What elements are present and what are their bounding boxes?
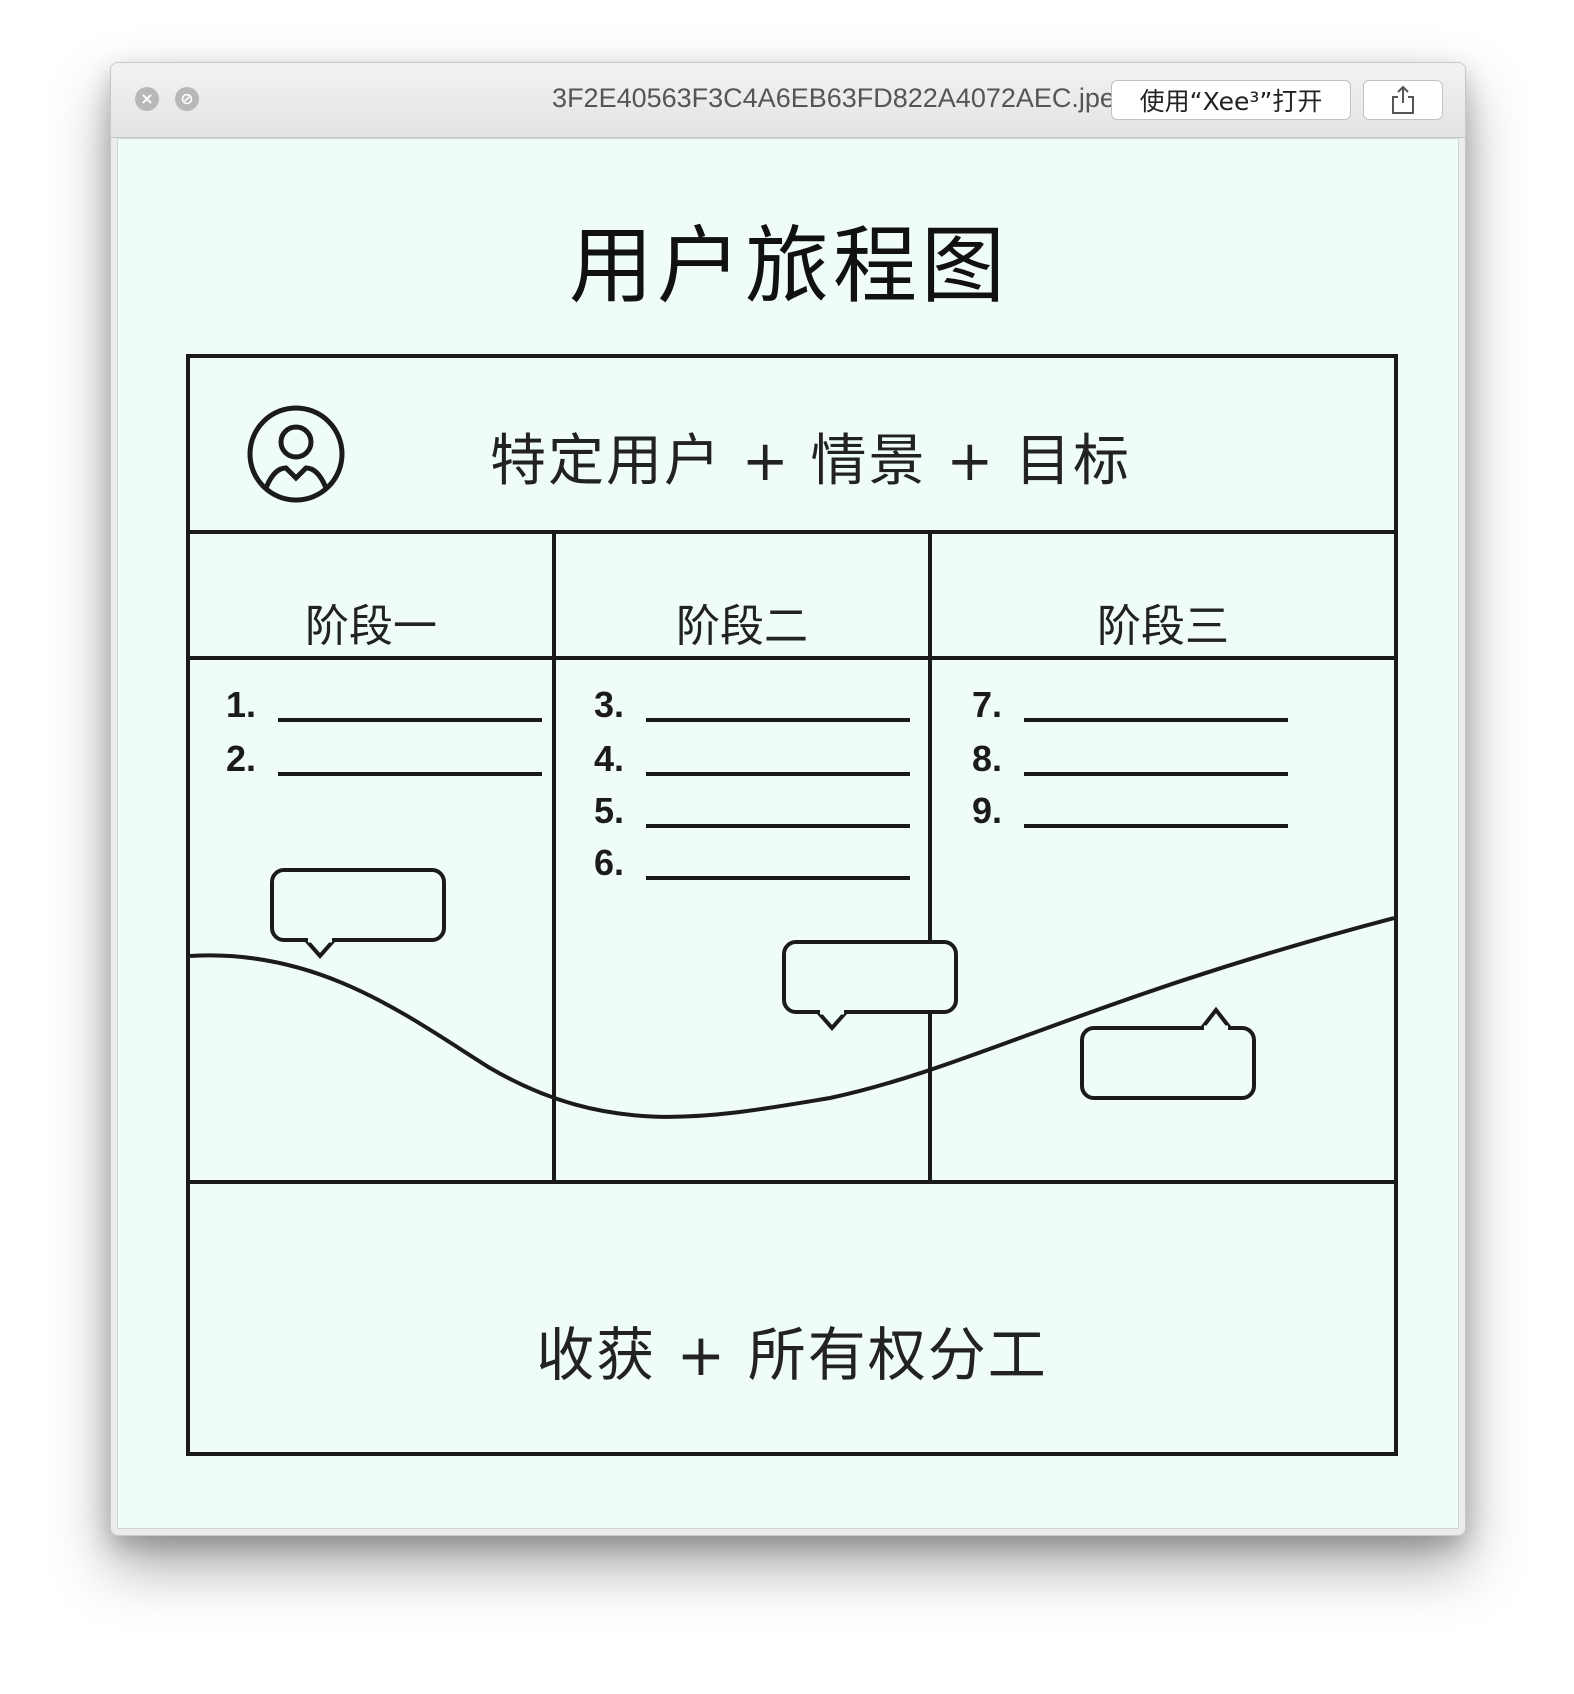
item-blank-line: [646, 824, 910, 828]
stage-label: 阶段二: [676, 601, 808, 652]
speech-bubble-icon: [270, 868, 446, 960]
item-number: 1.: [226, 684, 257, 725]
persona-scenario-goal: 特定用户 + 情景 + 目标: [490, 429, 1132, 494]
outcomes-ownership: 收获 + 所有权分工: [536, 1321, 1048, 1389]
item-number: 7.: [972, 684, 1003, 725]
item-blank-line: [278, 718, 542, 722]
item-number: 9.: [972, 790, 1003, 831]
stage-label: 阶段一: [305, 601, 437, 652]
preview-window: × ⊘ 3F2E40563F3C4A6EB63FD822A4072AEC.jpe…: [110, 62, 1466, 1536]
divider: [190, 656, 1394, 660]
share-button[interactable]: [1363, 80, 1443, 120]
divider: [190, 1180, 1394, 1184]
item-blank-line: [646, 718, 910, 722]
open-with-button[interactable]: 使用“Xee³”打开: [1111, 80, 1351, 120]
divider: [928, 530, 932, 1182]
item-number: 2.: [226, 738, 257, 779]
image-canvas: 用户旅程图 特定用户 + 情景 + 目标 阶段一 阶段二 阶段三 1.: [117, 138, 1459, 1529]
close-icon[interactable]: ×: [135, 87, 159, 111]
divider: [552, 530, 556, 1182]
share-icon: [1392, 85, 1414, 114]
item-blank-line: [1024, 718, 1288, 722]
item-blank-line: [278, 772, 542, 776]
item-number: 3.: [594, 684, 625, 725]
journey-map-grid: 特定用户 + 情景 + 目标 阶段一 阶段二 阶段三 1. 2. 3. 4.: [186, 354, 1398, 1456]
window-title: 3F2E40563F3C4A6EB63FD822A4072AEC.jpeg: [552, 83, 1130, 113]
speech-bubble-icon: [782, 940, 958, 1032]
item-number: 5.: [594, 790, 625, 831]
emotion-curve: [190, 916, 1394, 1119]
title-bar: × ⊘ 3F2E40563F3C4A6EB63FD822A4072AEC.jpe…: [111, 63, 1465, 138]
speech-bubble-icon: [1080, 1006, 1256, 1100]
item-number: 6.: [594, 842, 625, 883]
divider: [190, 530, 1394, 534]
emotion-curve-layer: [190, 868, 1394, 1119]
persona-icon: [247, 405, 345, 503]
stage-label: 阶段三: [1097, 601, 1229, 652]
item-number: 8.: [972, 738, 1003, 779]
item-blank-line: [646, 772, 910, 776]
block-icon[interactable]: ⊘: [175, 87, 199, 111]
item-blank-line: [646, 876, 910, 880]
item-blank-line: [1024, 772, 1288, 776]
diagram-title: 用户旅程图: [568, 217, 1009, 315]
item-blank-line: [1024, 824, 1288, 828]
item-number: 4.: [594, 738, 625, 779]
